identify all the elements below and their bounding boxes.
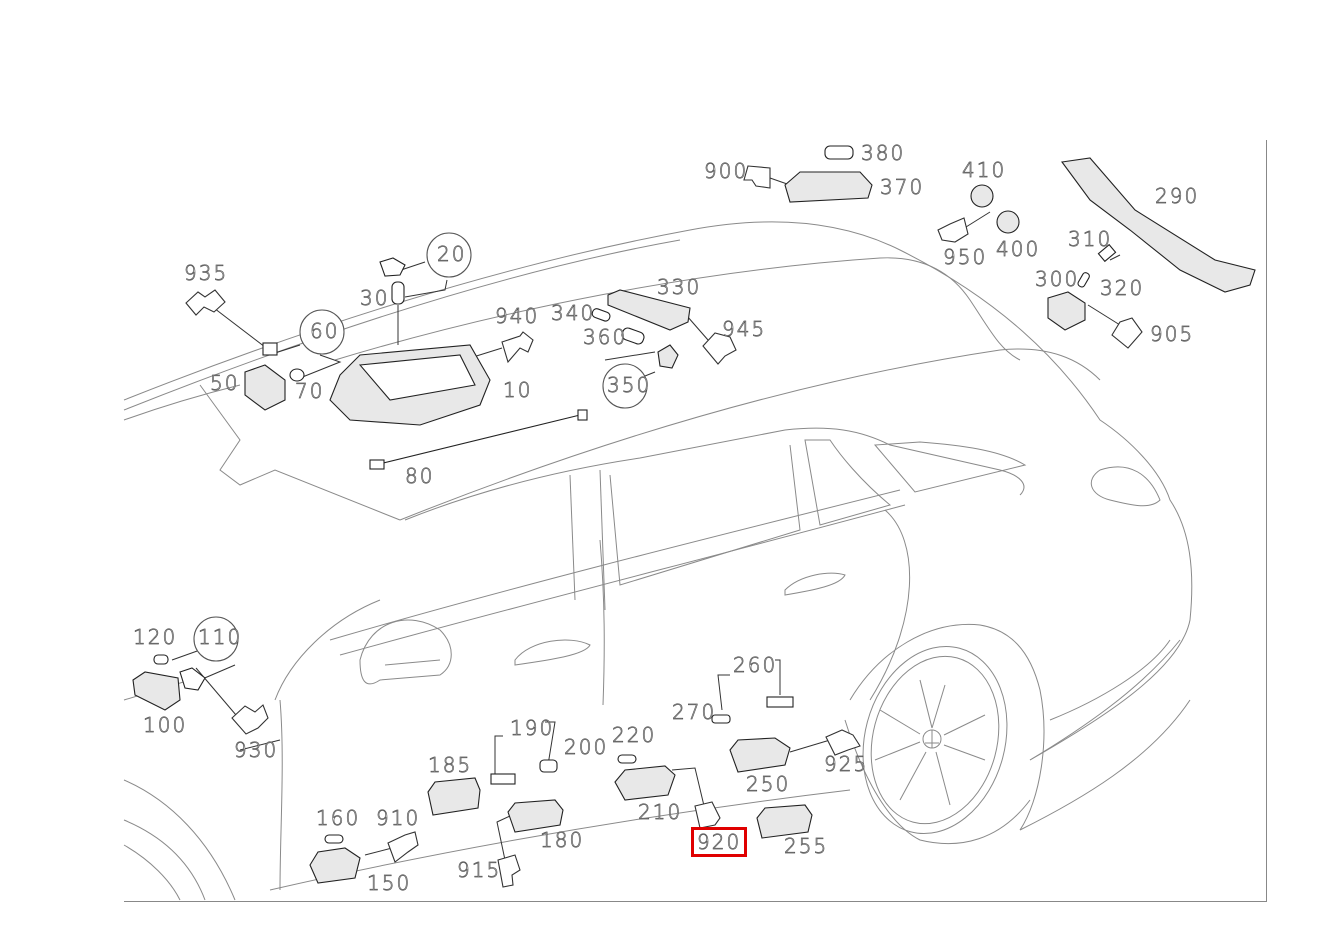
part-label-120[interactable]: 120 — [133, 625, 178, 649]
callout-ring-110 — [193, 616, 239, 662]
part-label-100[interactable]: 100 — [143, 713, 188, 737]
part-label-260[interactable]: 260 — [733, 653, 778, 677]
part-label-190[interactable]: 190 — [510, 716, 555, 740]
part-160-bulb — [324, 834, 344, 844]
frame-border-bottom — [124, 901, 1267, 902]
part-label-60[interactable]: 60 — [310, 319, 340, 343]
part-label-410[interactable]: 410 — [962, 158, 1007, 182]
part-370-lamp — [784, 171, 873, 203]
part-20-switch — [379, 257, 406, 277]
connector-950 — [937, 217, 969, 243]
part-320-bulb — [1077, 272, 1090, 288]
part-label-380[interactable]: 380 — [861, 141, 906, 165]
part-label-220[interactable]: 220 — [612, 723, 657, 747]
part-label-270[interactable]: 270 — [672, 700, 717, 724]
callout-ring-20 — [426, 232, 472, 278]
part-210-lamp — [614, 765, 676, 801]
part-label-50[interactable]: 50 — [210, 371, 240, 395]
part-label-900[interactable]: 900 — [704, 159, 749, 183]
part-80-cable — [374, 414, 581, 466]
part-label-915[interactable]: 915 — [457, 858, 502, 882]
part-label-210[interactable]: 210 — [638, 800, 683, 824]
part-250-lamp — [729, 737, 791, 773]
part-label-10[interactable]: 10 — [503, 378, 533, 402]
connector-935 — [185, 289, 226, 316]
part-label-935[interactable]: 935 — [184, 261, 229, 285]
part-label-185[interactable]: 185 — [428, 753, 473, 777]
part-label-200[interactable]: 200 — [564, 735, 609, 759]
part-label-360[interactable]: 360 — [583, 325, 628, 349]
part-270-bulb — [711, 714, 731, 724]
part-30-bulb — [391, 281, 405, 305]
part-label-250[interactable]: 250 — [746, 772, 791, 796]
connector-920 — [694, 801, 721, 829]
part-50-reading-lamp — [244, 364, 286, 411]
connector-940 — [501, 331, 534, 364]
car-body-outline — [123, 221, 1193, 901]
connector-945 — [702, 332, 737, 365]
part-label-370[interactable]: 370 — [880, 175, 925, 199]
connector-905 — [1111, 317, 1143, 349]
part-260-holder — [766, 696, 794, 708]
part-label-945[interactable]: 945 — [722, 317, 767, 341]
part-label-950[interactable]: 950 — [943, 245, 988, 269]
part-360-bulb — [621, 327, 645, 345]
connector-910 — [387, 831, 419, 863]
callout-ring-60 — [299, 309, 345, 355]
part-label-290[interactable]: 290 — [1155, 184, 1200, 208]
part-300-lamp — [1047, 291, 1086, 331]
part-200-bulb — [539, 759, 558, 773]
part-label-70[interactable]: 70 — [295, 379, 325, 403]
part-label-255[interactable]: 255 — [784, 834, 829, 858]
part-410-lens — [970, 184, 994, 208]
part-label-300[interactable]: 300 — [1035, 267, 1080, 291]
part-190-holder — [490, 773, 516, 785]
part-label-925[interactable]: 925 — [824, 752, 869, 776]
part-380-bulb — [824, 145, 854, 160]
part-60-connector — [262, 342, 278, 356]
part-label-940[interactable]: 940 — [495, 304, 540, 328]
part-label-150[interactable]: 150 — [367, 871, 412, 895]
part-290-trim — [1061, 157, 1256, 293]
part-330-lamp — [607, 289, 691, 331]
frame-border-right — [1266, 140, 1267, 902]
part-350-switch — [657, 344, 679, 369]
part-400-lamp — [996, 210, 1020, 234]
connector-900 — [743, 165, 771, 189]
connector-930 — [231, 704, 269, 735]
callout-rings — [193, 232, 648, 662]
part-100-lamp — [132, 671, 181, 711]
part-70-bulb — [289, 368, 305, 382]
part-label-310[interactable]: 310 — [1068, 227, 1113, 251]
connectors — [185, 165, 1143, 888]
part-120-bulb — [153, 654, 169, 665]
part-220-bulb — [617, 754, 637, 764]
part-label-930[interactable]: 930 — [234, 738, 279, 762]
part-340-bulb — [591, 308, 611, 322]
part-label-910[interactable]: 910 — [376, 806, 421, 830]
part-label-160[interactable]: 160 — [316, 806, 361, 830]
part-310-holder — [1097, 243, 1117, 263]
part-255-lamp — [756, 804, 813, 839]
part-label-110[interactable]: 110 — [198, 625, 243, 649]
part-label-350[interactable]: 350 — [607, 373, 652, 397]
part-110-holder — [179, 667, 206, 691]
part-150-lamp — [309, 847, 361, 884]
part-185-lamp — [427, 777, 481, 816]
part-label-920[interactable]: 920 — [690, 827, 748, 857]
part-label-180[interactable]: 180 — [540, 828, 585, 852]
part-label-20[interactable]: 20 — [437, 242, 467, 266]
part-180-lamp — [507, 799, 564, 833]
part-label-80[interactable]: 80 — [405, 464, 435, 488]
callout-ring-350 — [602, 363, 648, 409]
part-label-905[interactable]: 905 — [1150, 322, 1195, 346]
part-label-320[interactable]: 320 — [1100, 276, 1145, 300]
part-label-340[interactable]: 340 — [551, 301, 596, 325]
parts — [132, 145, 1256, 884]
part-label-400[interactable]: 400 — [996, 237, 1041, 261]
connector-925 — [825, 729, 861, 756]
connector-915 — [497, 854, 521, 888]
part-label-330[interactable]: 330 — [657, 275, 702, 299]
part-label-30[interactable]: 30 — [360, 286, 390, 310]
